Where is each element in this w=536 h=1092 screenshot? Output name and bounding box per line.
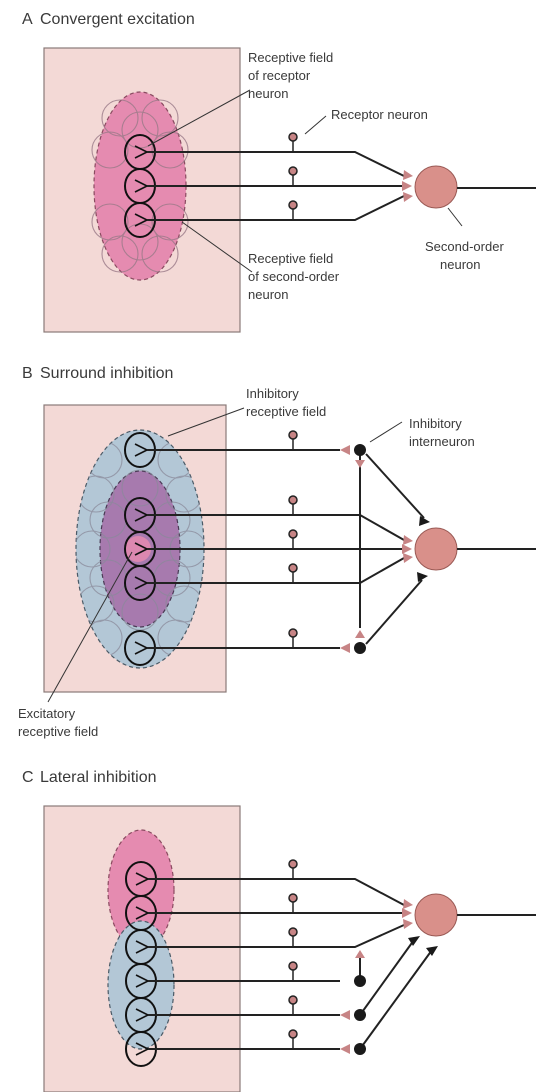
receptor-somas-b bbox=[289, 431, 297, 648]
synaptic-terminals-c bbox=[340, 899, 413, 1054]
second-order-neuron-a bbox=[415, 166, 457, 208]
label-excitatory-rf: Excitatory receptive field bbox=[18, 706, 98, 739]
label-inhibitory-rf: Inhibitory receptive field bbox=[246, 386, 326, 419]
receptor-somas-c bbox=[289, 860, 297, 1049]
panel-b-letter: B bbox=[22, 365, 33, 382]
second-order-neuron-b bbox=[415, 528, 457, 570]
panel-a-letter: A bbox=[22, 11, 33, 28]
synaptic-terminals-a bbox=[402, 170, 413, 202]
receptor-somas-a bbox=[289, 133, 297, 220]
second-order-neuron-c bbox=[415, 894, 457, 936]
label-inhibitory-interneuron: Inhibitory interneuron bbox=[409, 416, 475, 449]
inhibitory-synapses-c bbox=[408, 936, 438, 956]
panel-b: B Surround inhibition bbox=[18, 365, 536, 739]
label-rf-receptor-neuron: Receptive field of receptor neuron bbox=[248, 50, 337, 101]
panel-c-title: Lateral inhibition bbox=[40, 769, 157, 786]
label-rf-second-order: Receptive field of second-order neuron bbox=[248, 251, 343, 302]
label-second-order-neuron: Second-order neuron bbox=[425, 239, 507, 272]
panel-a-title: Convergent excitation bbox=[40, 11, 195, 28]
label-receptor-neuron: Receptor neuron bbox=[331, 107, 428, 122]
panel-b-title: Surround inhibition bbox=[40, 365, 173, 382]
panel-a: A Convergent excitation bbox=[22, 11, 536, 332]
panel-c: C Lateral inhibition bbox=[22, 769, 536, 1092]
panel-c-letter: C bbox=[22, 769, 34, 786]
